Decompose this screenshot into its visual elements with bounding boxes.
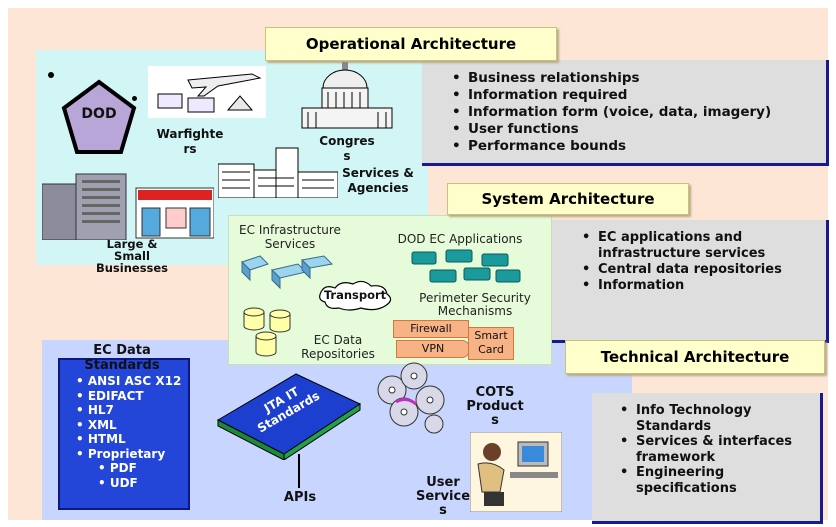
- dot-marker: [48, 72, 54, 78]
- businesses-label: Large & Small Businesses: [95, 237, 169, 275]
- dod-pentagon-icon: [61, 79, 137, 154]
- system-title: System Architecture: [447, 183, 689, 215]
- sub-standard-item: • PDF: [98, 461, 137, 475]
- standard-item: • ANSI ASC X12: [76, 374, 182, 388]
- operational-list-item: Performance bounds: [452, 138, 826, 155]
- dod-ec-apps-label: DOD EC Applications: [397, 232, 523, 246]
- sub-standard-item: • UDF: [98, 475, 138, 490]
- system-list-item: Central data repositories: [582, 262, 808, 278]
- system-list: EC applications and infrastructure servi…: [580, 230, 808, 294]
- operational-list-item: Information required: [452, 87, 826, 104]
- transport-cloud-icon: [319, 280, 392, 311]
- vpn-box: VPN: [396, 340, 470, 358]
- system-list-item: EC applications and infrastructure servi…: [582, 230, 808, 262]
- infrastructure-servers-icon: [241, 255, 334, 290]
- standard-item: • EDIFACT: [76, 388, 144, 403]
- standard-item: • XML: [76, 417, 117, 432]
- firewall-box: Firewall: [393, 320, 469, 338]
- technical-list: Info Technology StandardsServices & inte…: [618, 403, 816, 496]
- system-list-item: Information: [582, 278, 808, 294]
- transport-label: Transport: [323, 288, 387, 302]
- repositories-label: EC Data Repositories: [301, 333, 375, 361]
- operational-list-box: Business relationshipsInformation requir…: [422, 60, 829, 166]
- dod-label: DOD: [81, 106, 117, 122]
- technical-list-item: Engineering specifications: [620, 465, 816, 496]
- standard-item: • HTML: [76, 432, 126, 446]
- apis-label: APIs: [283, 490, 317, 505]
- standard-item: • HL7: [76, 403, 114, 417]
- capitol-icon: [301, 62, 393, 129]
- technical-list-box: Info Technology StandardsServices & inte…: [592, 393, 823, 524]
- technical-list-item: Info Technology Standards: [620, 403, 816, 434]
- dot-marker: [132, 96, 137, 101]
- warfighters-label: Warfighte rs: [156, 127, 224, 156]
- cots-label: COTS Product s: [466, 385, 524, 428]
- operational-list-item: User functions: [452, 121, 826, 138]
- system-list-box: EC applications and infrastructure servi…: [550, 220, 829, 343]
- ec-applications-icon: [411, 249, 521, 283]
- technical-list-item: Services & interfaces framework: [620, 434, 816, 465]
- operational-title: Operational Architecture: [265, 27, 557, 61]
- technical-title: Technical Architecture: [565, 340, 825, 374]
- ec-infrastructure-label: EC Infrastructure Services: [239, 223, 341, 251]
- cots-discs-icon: [377, 362, 445, 434]
- standard-item: • Proprietary: [76, 446, 166, 461]
- user-workstation-icon: [470, 432, 562, 512]
- jta-standards-book-icon: [216, 373, 362, 460]
- user-services-label: User Service s: [415, 475, 471, 518]
- warfighters-icon: [148, 66, 266, 118]
- businesses-icon: [42, 173, 214, 240]
- smartcard-box: Smart Card: [468, 327, 514, 360]
- congress-label: Congres s: [319, 134, 375, 163]
- standards-list: • ANSI ASC X12• EDIFACT• HL7• XML• HTML•…: [76, 374, 188, 490]
- apis-line: [298, 454, 300, 488]
- operational-list: Business relationshipsInformation requir…: [450, 70, 826, 155]
- services-agencies-label: Services & Agencies: [342, 166, 414, 195]
- perimeter-label: Perimeter Security Mechanisms: [419, 291, 531, 318]
- operational-list-item: Business relationships: [452, 70, 826, 87]
- ec-data-standards-label: EC Data Standards: [84, 343, 160, 373]
- operational-list-item: Information form (voice, data, imagery): [452, 104, 826, 121]
- ec-data-standards-box: • ANSI ASC X12• EDIFACT• HL7• XML• HTML•…: [58, 358, 190, 510]
- agencies-building-icon: [218, 147, 338, 198]
- repositories-icon: [243, 307, 291, 357]
